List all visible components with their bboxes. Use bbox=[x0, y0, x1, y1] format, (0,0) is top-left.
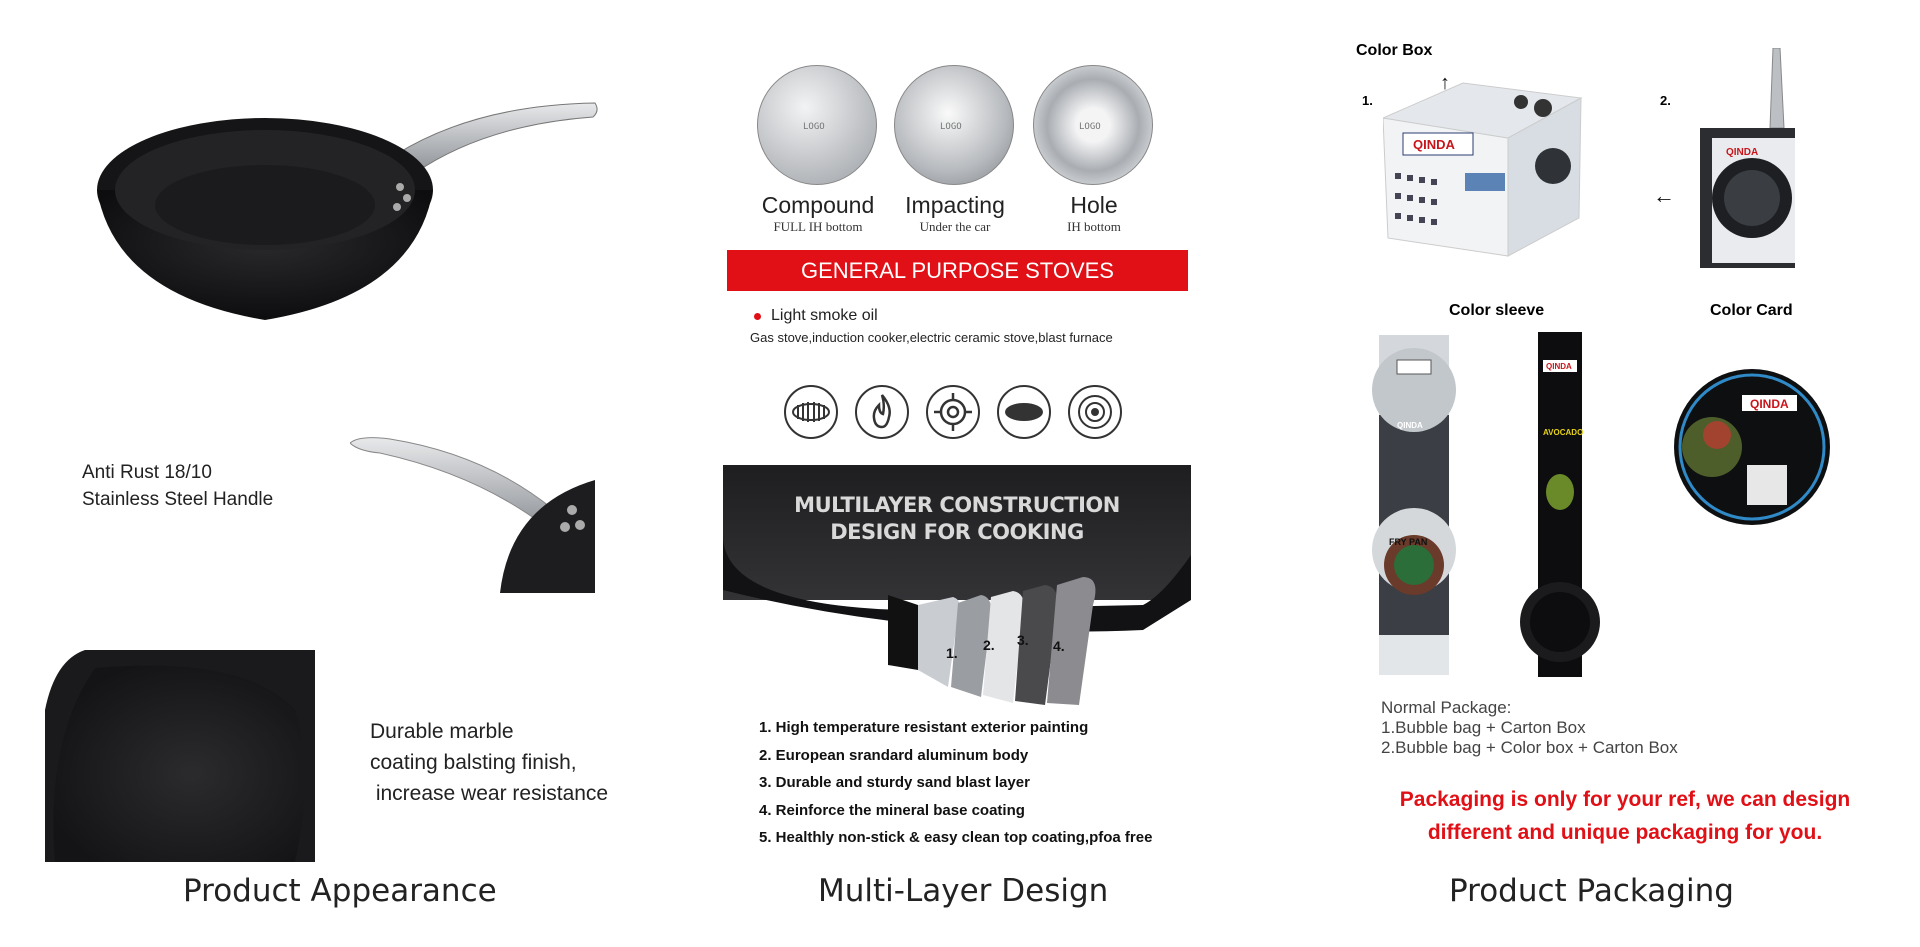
normal-package: Normal Package: 1.Bubble bag + Carton Bo… bbox=[1381, 698, 1678, 758]
color-box-label: Color Box bbox=[1356, 42, 1433, 59]
coating-note-line2: coating balsting finish, bbox=[370, 751, 577, 774]
arrow-up-icon: ↑ bbox=[1440, 72, 1450, 94]
num1-label: 1. bbox=[1362, 93, 1373, 108]
brand-logo: QINDA bbox=[1413, 137, 1456, 152]
construction-title-line2: DESIGN FOR COOKING bbox=[830, 520, 1084, 544]
color-sleeve-image-2: QINDA AVOCADO bbox=[1520, 332, 1600, 677]
handle-note-line2: Stainless Steel Handle bbox=[82, 489, 274, 510]
multilayer-title: Multi-Layer Design bbox=[818, 873, 1109, 909]
list-item: 3. Durable and sturdy sand blast layer bbox=[759, 774, 1030, 791]
construction-title-line1: MULTILAYER CONSTRUCTION bbox=[794, 493, 1120, 517]
num2-label: 2. bbox=[1660, 93, 1671, 108]
color-sleeve-image-1: QINDA FRY PAN bbox=[1372, 335, 1456, 675]
disc-logo: LOGO bbox=[803, 122, 825, 132]
gas-burner-icon bbox=[926, 385, 980, 439]
impacting-label: Impacting bbox=[905, 192, 1005, 218]
list-item: 2. European srandard aluminum body bbox=[759, 746, 1029, 764]
construction-title: MULTILAYER CONSTRUCTION DESIGN FOR COOKI… bbox=[723, 492, 1191, 546]
hole-label: Hole bbox=[1070, 192, 1118, 218]
bullet-dot bbox=[754, 313, 761, 320]
induction-icon bbox=[1068, 385, 1122, 439]
svg-text:QINDA: QINDA bbox=[1546, 362, 1572, 371]
hole-bottom-disc: LOGO bbox=[1033, 65, 1153, 185]
oil-text: Light smoke oil bbox=[771, 307, 878, 324]
layer-number-4: 4. bbox=[1053, 638, 1065, 654]
packaging-title: Product Packaging bbox=[1449, 873, 1734, 909]
normal-package-line2: 2.Bubble bag + Color box + Carton Box bbox=[1381, 738, 1678, 757]
stoves-banner: GENERAL PURPOSE STOVES bbox=[727, 250, 1188, 291]
stoves-text: Gas stove,induction cooker,electric cera… bbox=[750, 330, 1113, 345]
coating-note: Durable marble coating balsting finish, … bbox=[370, 718, 608, 807]
disc-logo: LOGO bbox=[940, 122, 962, 132]
color-box-image: QINDA bbox=[1383, 82, 1583, 257]
svg-text:FRY PAN: FRY PAN bbox=[1389, 537, 1427, 547]
flame-icon bbox=[855, 385, 909, 439]
normal-package-line1: 1.Bubble bag + Carton Box bbox=[1381, 718, 1586, 737]
layer-number-2: 2. bbox=[983, 637, 995, 653]
handle-note-line1: Anti Rust 18/10 bbox=[82, 462, 212, 483]
color-sleeve-label: Color sleeve bbox=[1449, 302, 1545, 319]
list-item: 5. Healthly non-stick & easy clean top c… bbox=[759, 829, 1153, 846]
packaging-disclaimer: Packaging is only for your ref, we can d… bbox=[1370, 783, 1880, 849]
list-item: 1. High temperature resistant exterior p… bbox=[759, 719, 1089, 736]
hole-sublabel: IH bottom bbox=[1067, 219, 1121, 234]
layer-number-5: 5. bbox=[1090, 651, 1102, 667]
impacting-bottom-disc: LOGO bbox=[894, 65, 1014, 185]
coating-note-line1: Durable marble bbox=[370, 720, 514, 743]
compound-bottom-disc: LOGO bbox=[757, 65, 877, 185]
handle-note: Anti Rust 18/10 Stainless Steel Handle bbox=[82, 459, 273, 513]
svg-text:QINDA: QINDA bbox=[1726, 147, 1758, 158]
disclaimer-line2: different and unique packaging for you. bbox=[1427, 821, 1823, 844]
layers-list: 1. High temperature resistant exterior p… bbox=[759, 719, 1152, 857]
svg-text:QINDA: QINDA bbox=[1750, 397, 1789, 411]
coating-note-line3: increase wear resistance bbox=[370, 782, 609, 805]
disclaimer-line1: Packaging is only for your ref, we can d… bbox=[1399, 788, 1851, 811]
color-card-label: Color Card bbox=[1710, 302, 1793, 319]
normal-package-heading: Normal Package: bbox=[1381, 698, 1512, 717]
list-item: 4. Reinforce the mineral base coating bbox=[759, 801, 1025, 819]
compound-label: Compound bbox=[761, 192, 875, 218]
ceramic-plate-icon bbox=[997, 385, 1051, 439]
layer-number-1: 1. bbox=[946, 645, 958, 661]
svg-text:QINDA: QINDA bbox=[1397, 421, 1423, 430]
coil-stove-icon bbox=[784, 385, 838, 439]
svg-text:AVOCADO: AVOCADO bbox=[1543, 428, 1583, 437]
appearance-title: Product Appearance bbox=[183, 873, 497, 909]
wok-image bbox=[97, 102, 598, 320]
coating-closeup-image bbox=[45, 650, 315, 862]
impacting-sublabel: Under the car bbox=[919, 219, 991, 234]
disc-logo: LOGO bbox=[1079, 122, 1101, 132]
multilayer-pan-image bbox=[723, 465, 1191, 705]
color-card-image: QINDA bbox=[1674, 369, 1830, 525]
handle-closeup-image bbox=[350, 437, 595, 593]
compound-sublabel: FULL IH bottom bbox=[773, 219, 863, 234]
layer-number-3: 3. bbox=[1017, 632, 1029, 648]
arrow-left-icon: ← bbox=[1653, 183, 1675, 208]
color-card-package-image: QINDA bbox=[1700, 48, 1795, 268]
